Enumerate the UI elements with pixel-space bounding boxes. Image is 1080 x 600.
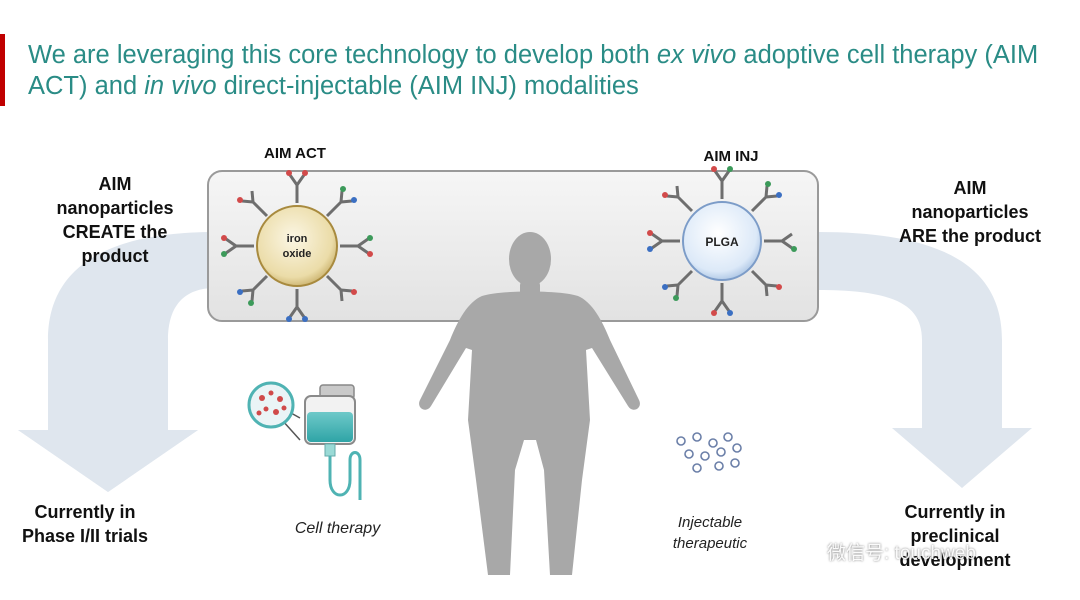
accent-bar bbox=[0, 34, 5, 106]
injectable-caption: Injectable therapeutic bbox=[672, 514, 748, 552]
aim-act-label: AIM ACT bbox=[264, 145, 326, 162]
plga-label: PLGA bbox=[705, 235, 739, 249]
wechat-icon bbox=[795, 538, 821, 570]
right-curved-arrow bbox=[818, 232, 1032, 488]
injectable-particles-icon bbox=[676, 432, 742, 473]
left-role-text: AIM nanoparticles CREATE the product bbox=[56, 174, 174, 266]
iron-oxide-label-2: oxide bbox=[283, 248, 312, 260]
right-status-text: Currently in preclinical development bbox=[899, 502, 1011, 570]
cell-therapy-caption: Cell therapy bbox=[294, 520, 381, 537]
wechat-watermark: 微信号: touchweb bbox=[795, 538, 1065, 568]
iv-bag-icon bbox=[247, 381, 362, 500]
watermark-text: 微信号: touchweb bbox=[827, 543, 976, 565]
iron-oxide-nanoparticle bbox=[221, 170, 373, 322]
left-arrow-body bbox=[18, 232, 215, 492]
right-role-text: AIM nanoparticles ARE the product bbox=[899, 178, 1041, 246]
human-silhouette bbox=[419, 232, 640, 575]
left-status-text: Currently in Phase I/II trials bbox=[21, 502, 149, 546]
slide-title: We are leveraging this core technology t… bbox=[28, 41, 1039, 100]
plga-nanoparticle bbox=[647, 166, 797, 316]
aim-inj-label: AIM INJ bbox=[703, 148, 759, 165]
iron-oxide-label-1: iron bbox=[287, 233, 308, 245]
